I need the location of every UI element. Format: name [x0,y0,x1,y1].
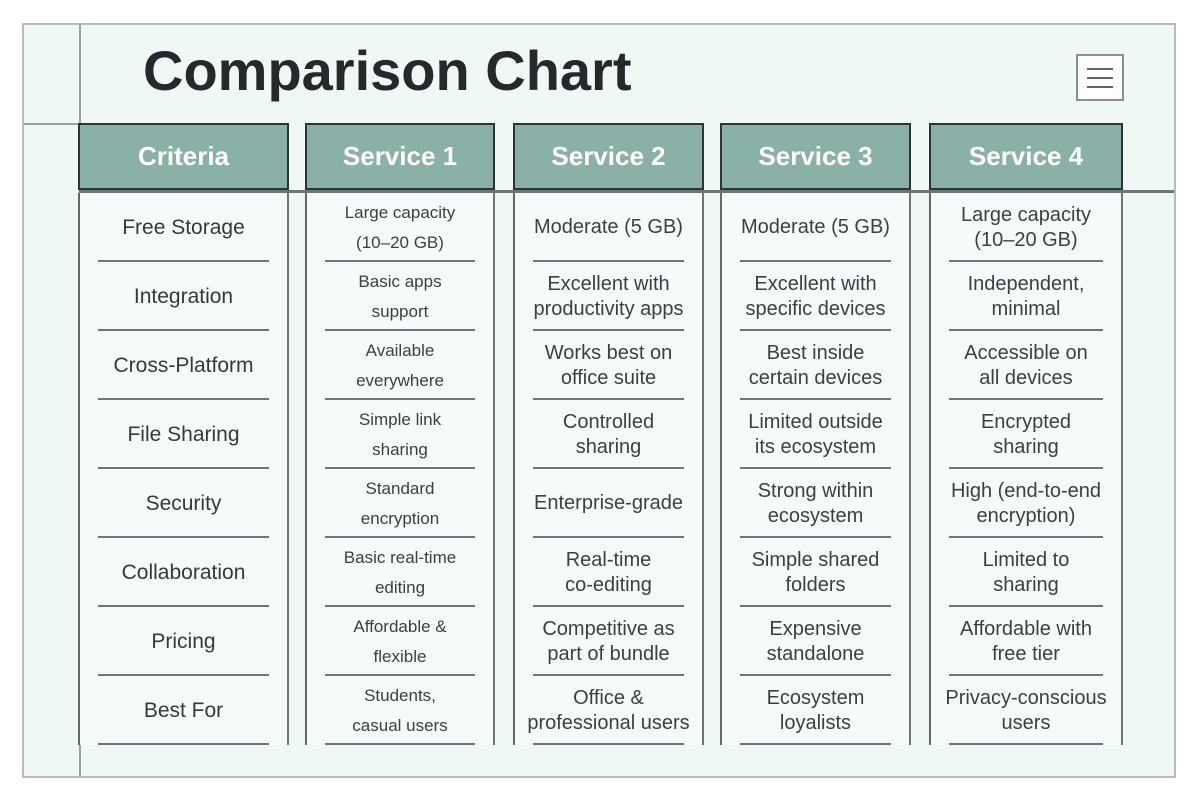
table-cell: Competitive as part of bundle [515,607,702,676]
table-cell: Excellent with specific devices [722,262,909,331]
table-cell: Collaboration [80,538,287,607]
column-header-label: Service 3 [758,141,873,171]
table-cell: Expensive standalone [722,607,909,676]
table-cell: Available everywhere [307,331,493,400]
column-header-service-1: Service 1 [305,123,495,190]
table-cell: Large capacity (10–20 GB) [307,193,493,262]
table-cell: Real-time co-editing [515,538,702,607]
table-cell: Limited outside its ecosystem [722,400,909,469]
table-cell: Simple shared folders [722,538,909,607]
table-cell: Students, casual users [307,676,493,745]
left-gutter-crossline [24,123,79,125]
table-cell: Independent, minimal [931,262,1121,331]
column-header-label: Service 4 [968,141,1084,171]
table-cell: Basic real-time editing [307,538,493,607]
table-cell: Security [80,469,287,538]
table-cell: Affordable & flexible [307,607,493,676]
column-header-label: Criteria [137,141,230,171]
column-service-2: Service 2 Moderate (5 GB) Excellent with… [513,123,704,745]
table-cell: Free Storage [80,193,287,262]
page-title: Comparison Chart [143,39,632,102]
table-cell: Moderate (5 GB) [515,193,702,262]
table-cell: Works best on office suite [515,331,702,400]
table-cell: Accessible on all devices [931,331,1121,400]
column-header-label: Service 2 [551,141,666,171]
column-criteria: Criteria Free Storage Integration Cross-… [78,123,289,745]
table-cell: Cross-Platform [80,331,287,400]
table-cell: High (end-to-end encryption) [931,469,1121,538]
table-cell: Controlled sharing [515,400,702,469]
table-cell: Enterprise-grade [515,469,702,538]
column-body-criteria: Free Storage Integration Cross-Platform … [78,193,289,745]
table-cell: Best For [80,676,287,745]
column-service-1: Service 1 Large capacity (10–20 GB) Basi… [305,123,495,745]
column-header-criteria: Criteria [78,123,289,190]
hamburger-icon [1087,67,1113,88]
table-cell: Excellent with productivity apps [515,262,702,331]
table-cell: Integration [80,262,287,331]
menu-button[interactable] [1076,54,1124,101]
table-cell: Basic apps support [307,262,493,331]
table-cell: Large capacity (10–20 GB) [931,193,1121,262]
table-cell: Limited to sharing [931,538,1121,607]
column-header-service-2: Service 2 [513,123,704,190]
column-body-service-4: Large capacity (10–20 GB) Independent, m… [929,193,1123,745]
column-header-label: Service 1 [342,141,458,171]
column-body-service-1: Large capacity (10–20 GB) Basic apps sup… [305,193,495,745]
column-body-service-2: Moderate (5 GB) Excellent with productiv… [513,193,704,745]
column-service-3: Service 3 Moderate (5 GB) Excellent with… [720,123,911,745]
table-cell: Pricing [80,607,287,676]
table-cell: Moderate (5 GB) [722,193,909,262]
table-cell: Ecosystem loyalists [722,676,909,745]
table-cell: File Sharing [80,400,287,469]
chart-frame: Comparison Chart Criteria Free Storage I… [22,23,1176,778]
table-cell: Encrypted sharing [931,400,1121,469]
table-cell: Standard encryption [307,469,493,538]
table-cell: Privacy-conscious users [931,676,1121,745]
column-body-service-3: Moderate (5 GB) Excellent with specific … [720,193,911,745]
table-cell: Best inside certain devices [722,331,909,400]
table-cell: Affordable with free tier [931,607,1121,676]
table-cell: Strong within ecosystem [722,469,909,538]
header-row-underline [79,190,1174,193]
column-header-service-4: Service 4 [929,123,1123,190]
column-service-4: Service 4 Large capacity (10–20 GB) Inde… [929,123,1123,745]
column-header-service-3: Service 3 [720,123,911,190]
table-cell: Simple link sharing [307,400,493,469]
table-cell: Office & professional users [515,676,702,745]
